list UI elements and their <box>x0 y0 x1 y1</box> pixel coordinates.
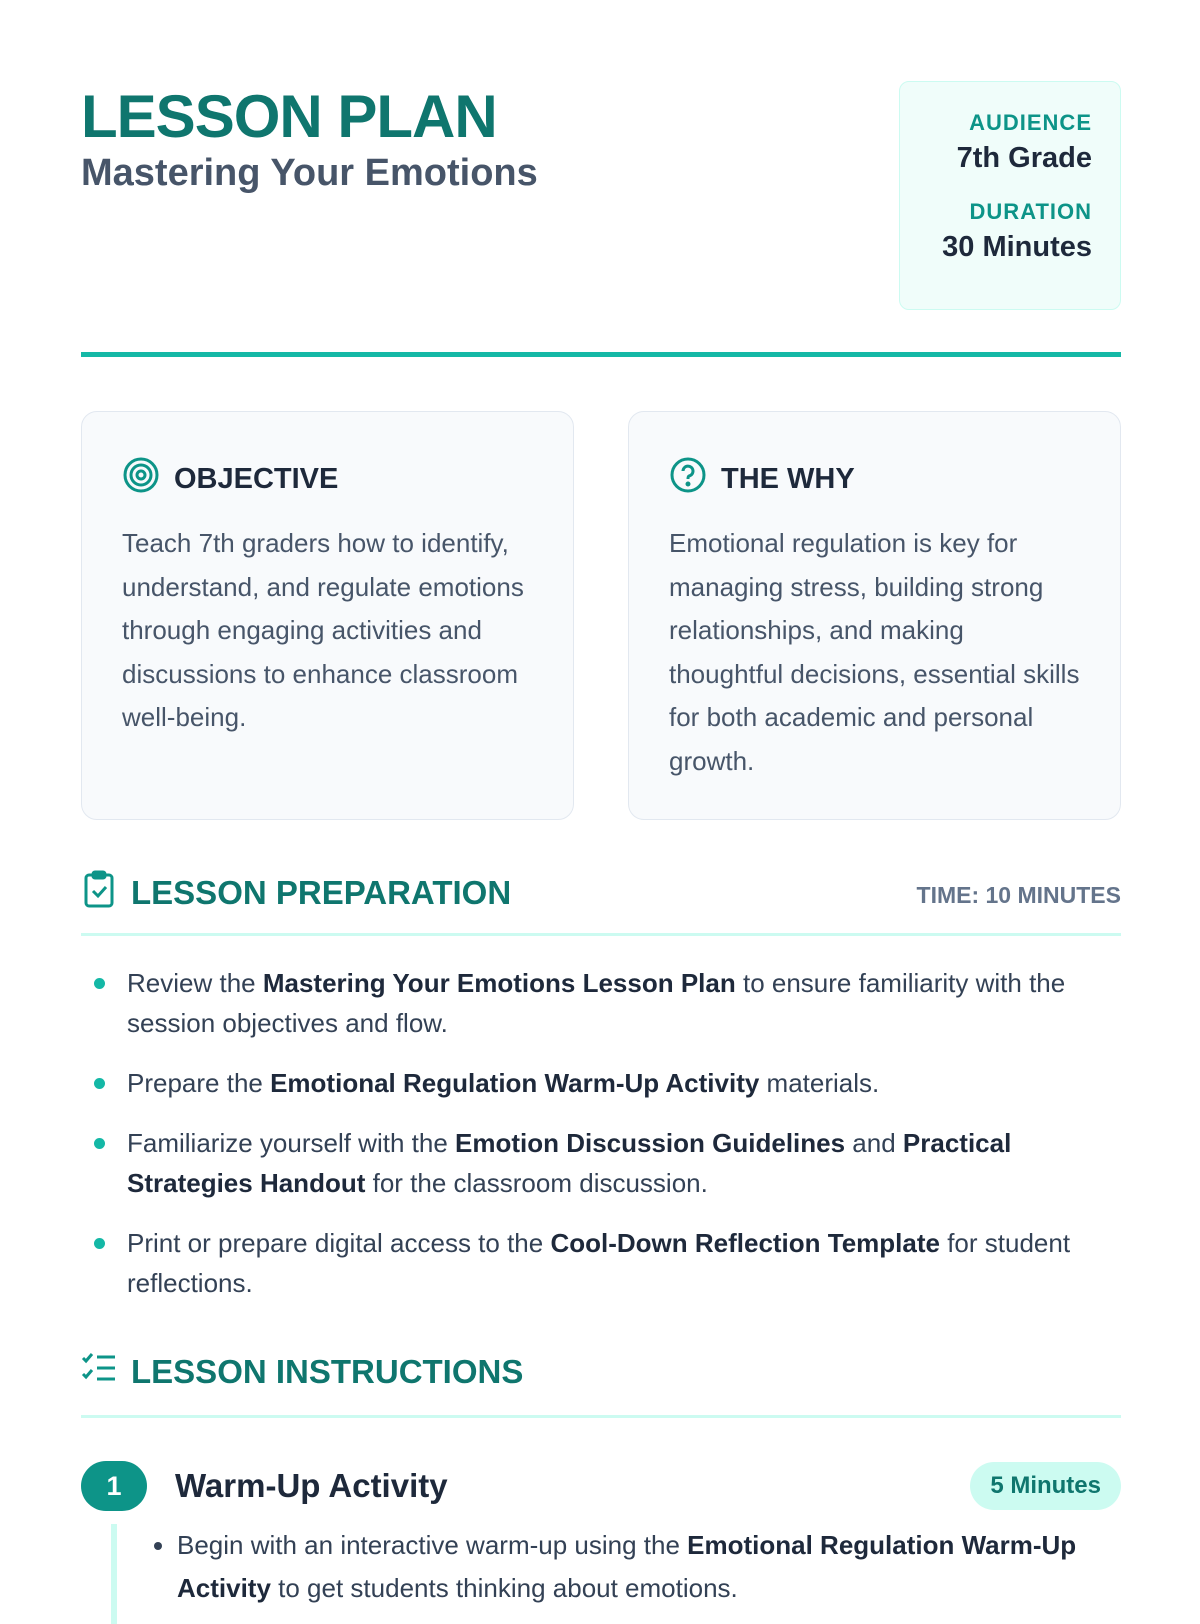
step-number: 1 <box>81 1461 147 1511</box>
why-card: THE WHY Emotional regulation is key for … <box>628 411 1121 820</box>
list-item: Prepare the Emotional Regulation Warm-Up… <box>81 1063 1121 1103</box>
help-circle-icon <box>669 456 707 502</box>
preparation-list: Review the Mastering Your Emotions Lesso… <box>81 963 1121 1323</box>
objective-card: OBJECTIVE Teach 7th graders how to ident… <box>81 411 574 820</box>
step-1-header: 1 Warm-Up Activity 5 Minutes <box>81 1461 1121 1511</box>
preparation-header: LESSON PREPARATION TIME: 10 MINUTES <box>81 870 1121 936</box>
audience-label: AUDIENCE <box>969 110 1092 135</box>
page-title: LESSON PLAN <box>81 83 498 150</box>
step-title: Warm-Up Activity <box>175 1467 448 1504</box>
audience-value: 7th Grade <box>956 142 1092 174</box>
clipboard-check-icon <box>81 870 117 916</box>
duration-value: 30 Minutes <box>942 231 1092 263</box>
page-subtitle: Mastering Your Emotions <box>81 152 538 194</box>
why-text: Emotional regulation is key for managing… <box>669 528 1080 776</box>
step-duration-badge: 5 Minutes <box>970 1462 1121 1510</box>
objective-title: OBJECTIVE <box>174 462 339 495</box>
list-item: Print or prepare digital access to the C… <box>81 1223 1121 1303</box>
target-icon <box>122 456 160 502</box>
instructions-header: LESSON INSTRUCTIONS <box>81 1352 1121 1418</box>
list-item: Begin with an interactive warm-up using … <box>177 1524 1121 1610</box>
preparation-time: TIME: 10 MINUTES <box>916 882 1121 908</box>
list-checks-icon <box>81 1352 117 1392</box>
why-title: THE WHY <box>721 462 855 495</box>
instructions-title: LESSON INSTRUCTIONS <box>131 1353 524 1390</box>
step-1-body: Begin with an interactive warm-up using … <box>111 1524 1121 1624</box>
meta-box: AUDIENCE 7th Grade DURATION 30 Minutes <box>899 81 1121 310</box>
header: LESSON PLAN Mastering Your Emotions AUDI… <box>81 0 1121 357</box>
list-item: Review the Mastering Your Emotions Lesso… <box>81 963 1121 1043</box>
duration-label: DURATION <box>969 199 1092 224</box>
objective-text: Teach 7th graders how to identify, under… <box>122 528 524 732</box>
list-item: Familiarize yourself with the Emotion Di… <box>81 1123 1121 1203</box>
preparation-title: LESSON PREPARATION <box>131 874 512 911</box>
